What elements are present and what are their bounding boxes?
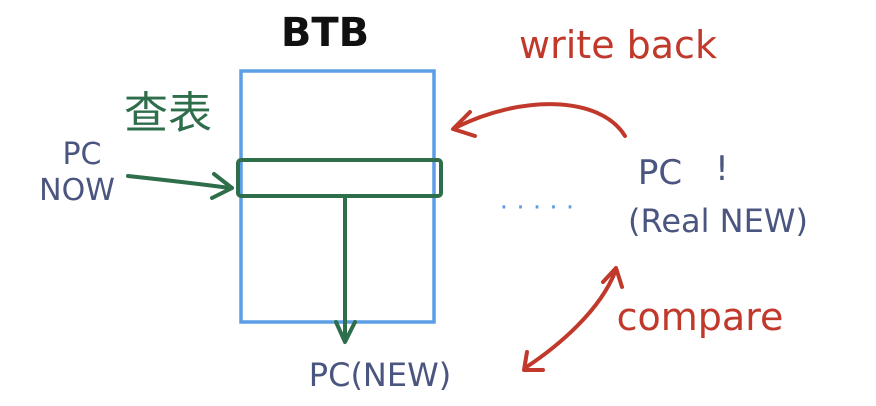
compare-arrowhead-bottom <box>522 350 545 372</box>
lookup-arrow <box>126 174 232 190</box>
compare-arrowhead-top <box>601 266 624 289</box>
btb-title: BTB <box>281 10 369 56</box>
btb-entry-row <box>236 158 443 198</box>
write-back-label: write back <box>519 23 717 67</box>
pc-real-bang: ! <box>715 149 729 189</box>
pc-real-line1: PC <box>638 153 682 193</box>
pc-now-line2: NOW <box>39 173 115 208</box>
continuation-dots: · · · · · <box>500 193 574 223</box>
pc-real-line2: (Real NEW) <box>628 202 808 240</box>
lookup-arrowhead <box>210 172 234 200</box>
pc-now-line1: PC <box>62 137 101 172</box>
write-back-arrowhead <box>451 110 477 138</box>
output-arrowhead <box>334 320 357 344</box>
write-back-arrow <box>453 102 627 138</box>
pc-new-label: PC(NEW) <box>309 356 451 394</box>
lookup-label: 查表 <box>124 88 212 139</box>
compare-arrow <box>523 270 617 370</box>
compare-label: compare <box>617 295 784 339</box>
